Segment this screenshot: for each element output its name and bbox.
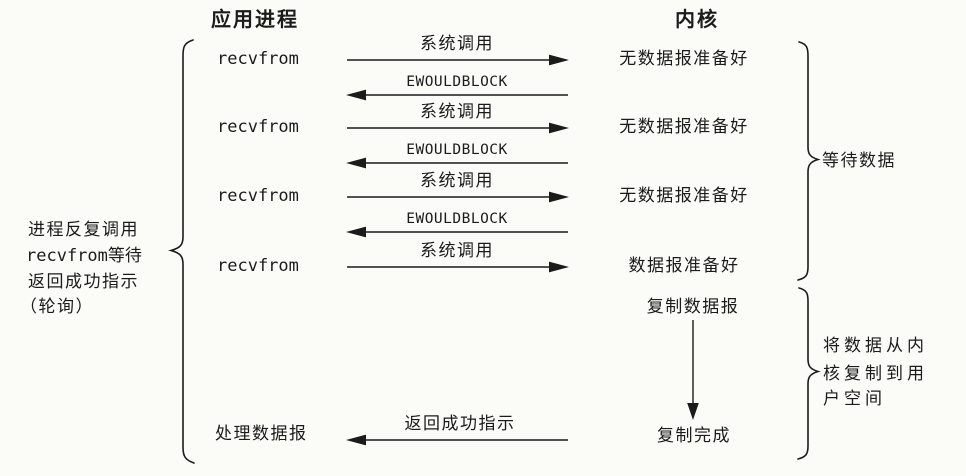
call-row: recvfrom 系统调用 无数据报准备好 EWOULDBLOCK [217,102,749,169]
kernel-state-label: 无数据报准备好 [619,186,749,206]
copy-data-note: 将数据从内 核复制到用 户空间 [823,336,928,409]
recvfrom-label: recvfrom [217,256,299,276]
kernel-state-label: 无数据报准备好 [619,117,749,137]
left-arrowhead-icon [346,226,366,238]
process-datagram-label: 处理数据报 [215,424,308,444]
left-arrowhead-icon [346,157,366,169]
left-arrowhead-icon [346,434,366,446]
left-brace [168,39,195,464]
syscall-label: 系统调用 [420,34,494,54]
polling-note-line: recvfrom等待 [26,246,142,266]
ewouldblock-label: EWOULDBLOCK [406,211,508,227]
return-success-label: 返回成功指示 [405,414,516,434]
wait-data-label: 等待数据 [822,151,896,171]
copy-complete-label: 复制完成 [657,426,731,446]
right-arrowhead-icon [549,191,569,203]
polling-note-line: 返回成功指示 [28,272,139,292]
syscall-arrow: 系统调用 [347,241,569,273]
polling-note-line: （轮询） [20,297,94,317]
syscall-label: 系统调用 [420,241,494,261]
copy-data-brace [797,287,821,460]
call-row: recvfrom 系统调用 无数据报准备好 EWOULDBLOCK [217,171,749,238]
finish-row: 处理数据报 返回成功指示 [215,414,568,446]
syscall-arrow: 系统调用 [347,102,569,134]
right-arrowhead-icon [549,54,569,66]
app-process-header: 应用进程 [211,7,299,31]
call-row: recvfrom 系统调用 数据报准备好 [217,241,740,276]
copy-datagram-label: 复制数据报 [647,297,740,317]
wait-data-brace [797,41,821,281]
syscall-label: 系统调用 [420,171,494,191]
ewouldblock-arrow: EWOULDBLOCK [346,142,568,169]
right-arrowhead-icon [549,261,569,273]
left-arrowhead-icon [346,89,366,101]
kernel-state-label: 数据报准备好 [629,256,740,276]
call-row: recvfrom 系统调用 无数据报准备好 EWOULDBLOCK [217,34,749,101]
ewouldblock-arrow: EWOULDBLOCK [346,211,568,238]
copy-phase: 复制数据报 复制完成 [647,297,740,446]
copy-note-line: 核复制到用 [823,364,928,384]
recvfrom-label: recvfrom [217,117,299,137]
syscall-label: 系统调用 [420,102,494,122]
copy-note-line: 将数据从内 [823,336,928,356]
copy-down-arrow [687,320,699,420]
recvfrom-label: recvfrom [217,186,299,206]
return-success-arrow: 返回成功指示 [346,414,568,446]
polling-note: 进程反复调用 recvfrom等待 返回成功指示 （轮询） [20,220,142,317]
kernel-state-label: 无数据报准备好 [619,49,749,69]
syscall-arrow: 系统调用 [347,171,569,203]
ewouldblock-label: EWOULDBLOCK [406,74,508,90]
copy-note-line: 户空间 [823,389,886,409]
polling-note-line: 进程反复调用 [28,220,139,240]
ewouldblock-label: EWOULDBLOCK [406,142,508,158]
down-arrowhead-icon [687,403,699,420]
kernel-header: 内核 [675,7,719,31]
right-arrowhead-icon [549,122,569,134]
ewouldblock-arrow: EWOULDBLOCK [346,74,568,101]
recvfrom-label: recvfrom [217,49,299,69]
syscall-arrow: 系统调用 [347,34,569,66]
